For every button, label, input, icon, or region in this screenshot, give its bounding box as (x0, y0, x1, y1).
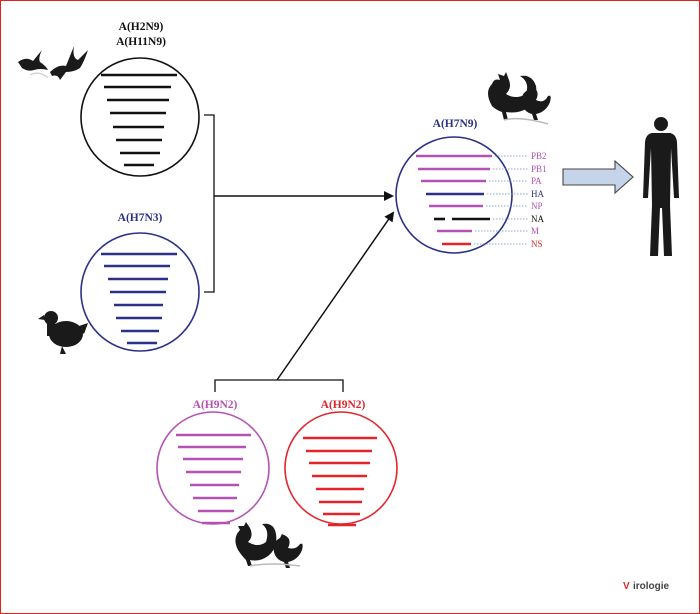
virologie-logo: V irologie (623, 581, 670, 592)
segment-label-pa: PA (531, 176, 542, 186)
h7n9-virus-circle (395, 136, 513, 254)
h7n9-title: A(H7N9) (433, 118, 478, 130)
left-bracket (204, 114, 215, 293)
h7n3-segments (101, 252, 177, 345)
duck-icon (38, 311, 88, 354)
h9n2-left-virus-circle (156, 411, 270, 525)
chickens-bottom-icon (235, 522, 303, 568)
segment-label-pb1: PB1 (531, 164, 547, 174)
h9n2-left-title: A(H9N2) (193, 399, 238, 411)
h2n9-title-line1: A(H2N9) (119, 21, 164, 33)
arrow-h9n2-to-h7n9 (276, 211, 395, 381)
transmission-arrow (562, 159, 634, 195)
h2n9-segments (101, 73, 177, 167)
logo-initial: V (623, 581, 630, 592)
chickens-top-icon (488, 72, 551, 125)
segment-label-m: M (531, 226, 539, 236)
segment-label-pb2: PB2 (531, 151, 547, 161)
h9n2-left-segments (176, 433, 251, 525)
h9n2-right-title: A(H9N2) (321, 399, 366, 411)
h7n3-title: A(H7N3) (118, 212, 163, 224)
h2n9-virus-circle (80, 57, 200, 177)
human-icon (643, 117, 679, 256)
h9n2-right-virus-circle (284, 411, 398, 525)
segment-label-na: NA (531, 214, 544, 224)
bottom-bracket (214, 379, 344, 392)
h11n9-title-line2: A(H11N9) (116, 36, 166, 48)
h9n2-right-segments (303, 436, 377, 527)
logo-rest: irologie (633, 581, 670, 592)
wild-birds-icon (18, 46, 88, 80)
segment-label-ns: NS (531, 239, 543, 249)
segment-label-np: NP (531, 201, 543, 211)
segment-label-ha: HA (531, 189, 544, 199)
h7n3-virus-circle (80, 232, 200, 352)
